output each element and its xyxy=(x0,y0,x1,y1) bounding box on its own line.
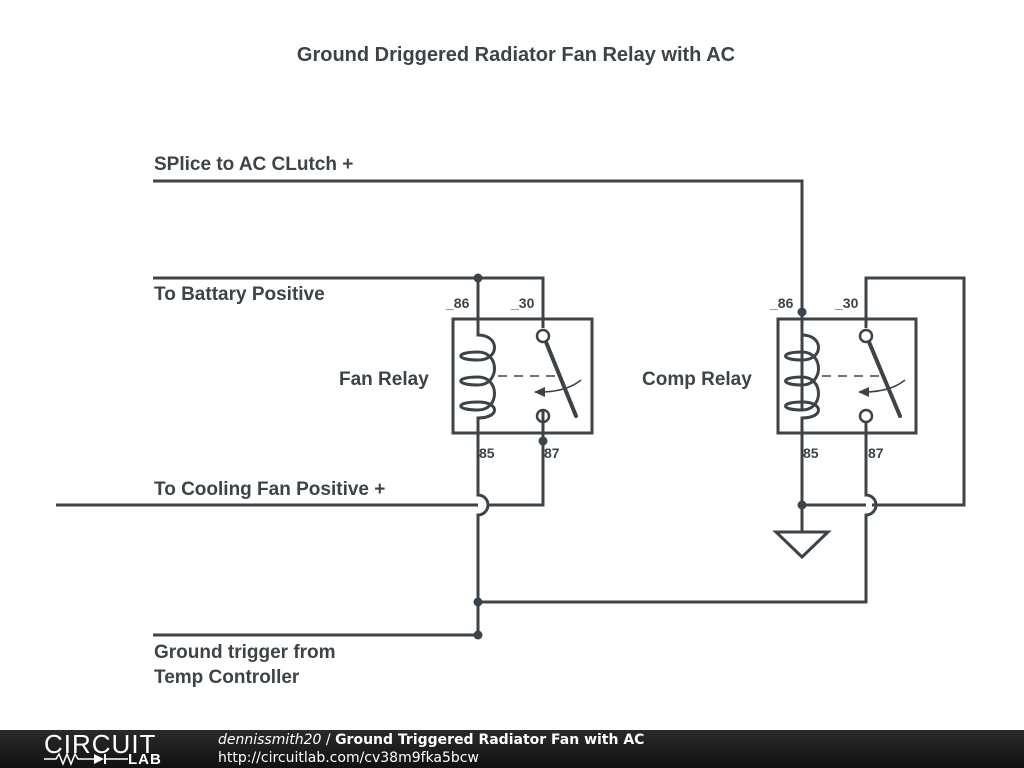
fan-relay-symbol xyxy=(451,317,594,435)
footer-url[interactable]: http://circuitlab.com/cv38m9fka5bcw xyxy=(218,750,479,766)
comp-relay-pin-87 xyxy=(858,408,874,424)
wire-battery-positive xyxy=(153,276,545,319)
comp-relay-symbol xyxy=(776,317,918,435)
label-ground-trigger-2: Temp Controller xyxy=(154,667,300,688)
footer-separator: / xyxy=(321,732,336,748)
fan-relay-pin-85-label: 85 xyxy=(479,445,495,461)
fan-relay-pin-30-label: _30 xyxy=(511,295,535,311)
comp-relay-pin-30 xyxy=(858,328,874,344)
circuitlab-logo-text: CIRCUIT xyxy=(44,729,157,759)
fan-relay-switch-arm xyxy=(544,340,578,418)
comp-relay-pin-87-label: 87 xyxy=(868,445,884,461)
fan-relay-pin-30 xyxy=(535,328,551,344)
label-cooling-fan: To Cooling Fan Positive + xyxy=(154,479,386,500)
comp-relay-pin-85-label: 85 xyxy=(803,445,819,461)
fan-relay-coil xyxy=(459,319,496,433)
resistor-diode-logo-icon xyxy=(44,752,128,766)
ground-symbol xyxy=(772,530,832,560)
fan-relay-pin-86-label: _86 xyxy=(446,295,470,311)
label-ground-trigger-1: Ground trigger from xyxy=(154,642,336,663)
comp-relay-label: Comp Relay xyxy=(642,369,752,390)
circuitlab-logo-lab: LAB xyxy=(128,751,162,768)
comp-relay-box xyxy=(776,317,918,435)
junction-bottom-tie xyxy=(473,597,483,607)
fan-relay-label: Fan Relay xyxy=(339,369,429,390)
wire-fan-87 xyxy=(488,433,545,507)
footer-user[interactable]: dennissmith20 xyxy=(218,732,322,748)
wire-splice-ac-clutch xyxy=(153,179,804,319)
footer-bar: CIRCUIT LAB dennissmith20 / Ground Trigg… xyxy=(0,730,1024,768)
comp-relay-pin-30-label: _30 xyxy=(835,295,859,311)
fan-relay-box xyxy=(451,317,594,435)
schematic-canvas xyxy=(56,179,966,640)
junction-comp-ground xyxy=(797,500,807,510)
label-battery-positive: To Battary Positive xyxy=(154,284,325,305)
wire-comp-87 xyxy=(478,422,878,604)
footer-project-title[interactable]: Ground Triggered Radiator Fan with AC xyxy=(335,732,645,748)
footer-credit: dennissmith20 / Ground Triggered Radiato… xyxy=(218,732,644,748)
wire-comp-30-loop xyxy=(864,276,966,507)
comp-relay-switch-arm xyxy=(867,340,902,418)
junction-comp-86 xyxy=(797,307,807,317)
junction-battery xyxy=(473,273,483,283)
junction-fan-87 xyxy=(538,436,548,446)
junction-ground-trigger xyxy=(473,630,483,640)
diagram-title: Ground Driggered Radiator Fan Relay with… xyxy=(296,44,736,66)
wire-fan-85 xyxy=(476,433,490,635)
label-splice-ac-clutch: SPlice to AC CLutch + xyxy=(154,154,354,175)
fan-relay-pin-87-label: 87 xyxy=(544,445,560,461)
comp-relay-pin-86-label: _86 xyxy=(770,295,794,311)
